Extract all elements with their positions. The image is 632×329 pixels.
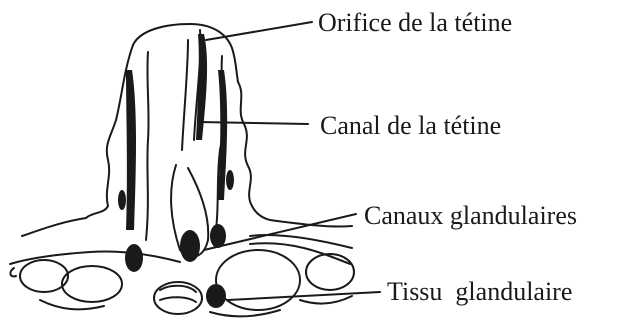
label-tissu: Tissu glandulaire xyxy=(387,279,572,305)
gland-lobe xyxy=(216,250,300,310)
gland-duct-dark xyxy=(210,224,226,248)
label-canal: Canal de la tétine xyxy=(320,113,501,139)
glandular-duct xyxy=(250,235,352,248)
teat-inner-wall-left xyxy=(146,52,149,240)
gland-duct-dark xyxy=(206,284,226,308)
gland-duct-dark xyxy=(226,170,234,190)
gland-lobe xyxy=(62,266,122,302)
teat-vessel xyxy=(126,70,136,230)
gland-lobe xyxy=(20,260,68,292)
leader-line-canal xyxy=(198,122,308,124)
teat-outline-right xyxy=(238,82,352,227)
leader-line-orifice xyxy=(206,22,312,40)
label-orifice: Orifice de la tétine xyxy=(318,10,512,36)
teat-vessel xyxy=(218,70,227,200)
label-canaux: Canaux glandulaires xyxy=(364,203,577,229)
gland-lobe xyxy=(306,254,354,290)
teat-outline-left xyxy=(22,45,133,236)
leader-line-tissu xyxy=(228,292,380,300)
gland-duct-dark xyxy=(180,230,200,262)
gland-duct-dark xyxy=(125,244,143,272)
gland-duct-dark xyxy=(118,190,126,210)
